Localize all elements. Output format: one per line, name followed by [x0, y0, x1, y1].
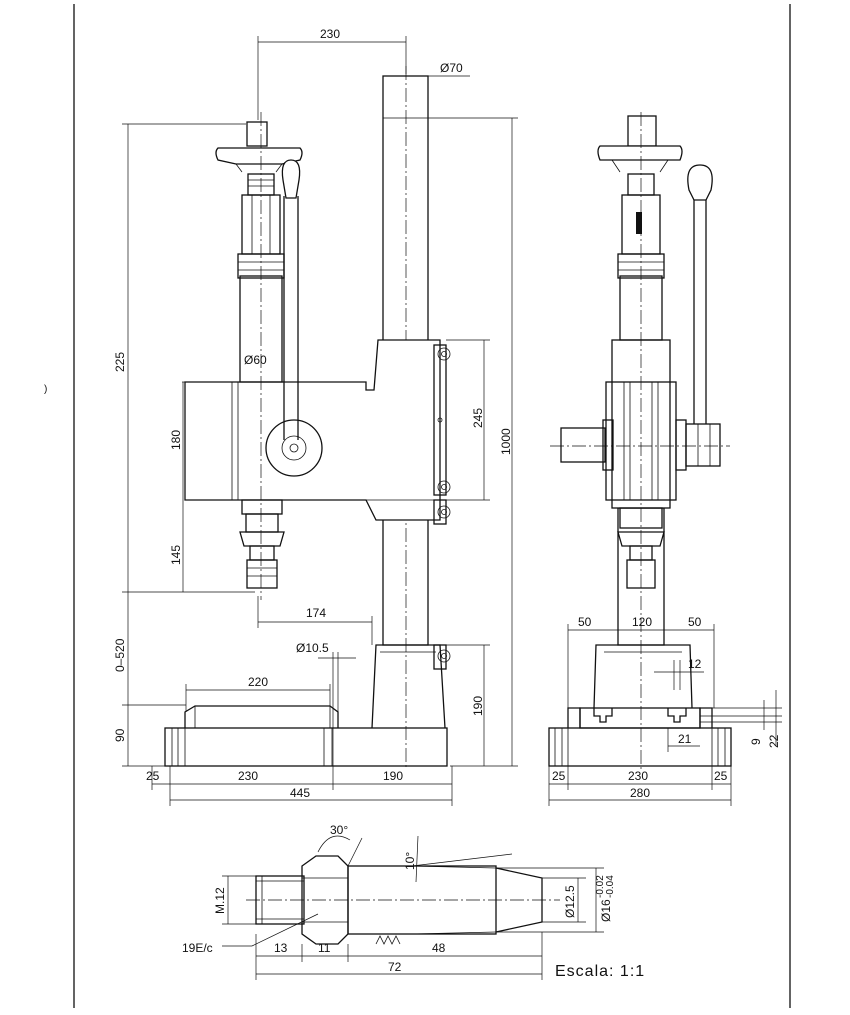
side-base-right: 25 [714, 769, 728, 783]
front-spindle-lower [241, 499, 283, 515]
side-pinion [685, 423, 721, 467]
dim-hole-diameter: Ø10.5 [296, 641, 329, 655]
front-table [184, 705, 339, 728]
detail-seg-c: 48 [432, 941, 446, 955]
side-lever-knob [687, 164, 713, 201]
side-slot-right: 50 [688, 615, 702, 629]
dim-base-center: 230 [238, 769, 258, 783]
side-slot-center: 120 [632, 615, 652, 629]
surface-finish-symbol [375, 935, 401, 945]
detail-total-len: 72 [388, 960, 402, 974]
dim-lower-offset: 145 [169, 545, 183, 565]
side-view [548, 112, 732, 770]
front-clamp-plate [433, 344, 447, 496]
side-slot-depth-a: 9 [749, 738, 763, 745]
front-base [164, 727, 448, 767]
side-spindle-upper [619, 275, 663, 341]
detail-view: 30° 10° M.12 19E/c Ø12.5 Ø16 -0.02 -0.04… [182, 823, 616, 980]
side-slot-width: 12 [688, 657, 702, 671]
detail-tol-upper: -0.02 [595, 875, 606, 898]
side-base-center: 230 [628, 769, 648, 783]
detail-thread-label: M.12 [213, 887, 227, 914]
dim-total-height: 1000 [499, 428, 513, 455]
front-dimensions: 230 Ø70 1000 225 180 145 0–520 90 220 Ø1… [113, 27, 518, 806]
svg-text:): ) [44, 384, 47, 395]
dim-base-right: 190 [383, 769, 403, 783]
dim-clamp-height: 245 [471, 408, 485, 428]
side-base-left: 25 [552, 769, 566, 783]
dim-base-height: 90 [113, 728, 127, 742]
detail-dia-outer: Ø16 [599, 899, 613, 922]
dim-adjust-range: 0–520 [113, 638, 127, 672]
dim-base-left: 25 [146, 769, 160, 783]
detail-angle-top: 30° [330, 823, 348, 837]
scale-label: Escala: 1:1 [555, 963, 645, 980]
detail-dia-inner: Ø12.5 [563, 885, 577, 918]
detail-seg-a: 13 [274, 941, 288, 955]
side-slot-depth-b: 22 [767, 734, 781, 748]
front-view [164, 66, 451, 770]
side-axle [560, 427, 606, 463]
dim-column-offset: 230 [320, 27, 340, 41]
side-slot-base: 21 [678, 732, 692, 746]
side-dimensions: 50 120 50 12 21 9 22 25 230 25 280 [548, 615, 782, 806]
side-handwheel [597, 145, 683, 161]
dim-head-height: 180 [169, 430, 183, 450]
pinion-hub [265, 419, 323, 477]
detail-tol-lower: -0.04 [605, 875, 616, 898]
side-base [548, 727, 732, 767]
dim-front-width: 445 [290, 786, 310, 800]
dim-table-width: 220 [248, 675, 268, 689]
dim-spindle-diameter: Ø60 [244, 353, 267, 367]
dim-collar-height: 190 [471, 696, 485, 716]
side-slot-left: 50 [578, 615, 592, 629]
side-width-total: 280 [630, 786, 650, 800]
dim-stroke: 225 [113, 352, 127, 372]
detail-angle-cone: 10° [403, 852, 417, 870]
dim-reach: 174 [306, 606, 326, 620]
detail-seg-b: 11 [318, 941, 331, 955]
detail-part-ref: 19E/c [182, 941, 213, 955]
lever-knob [281, 159, 301, 199]
side-collar [593, 644, 693, 709]
dim-column-diameter: Ø70 [440, 61, 463, 75]
